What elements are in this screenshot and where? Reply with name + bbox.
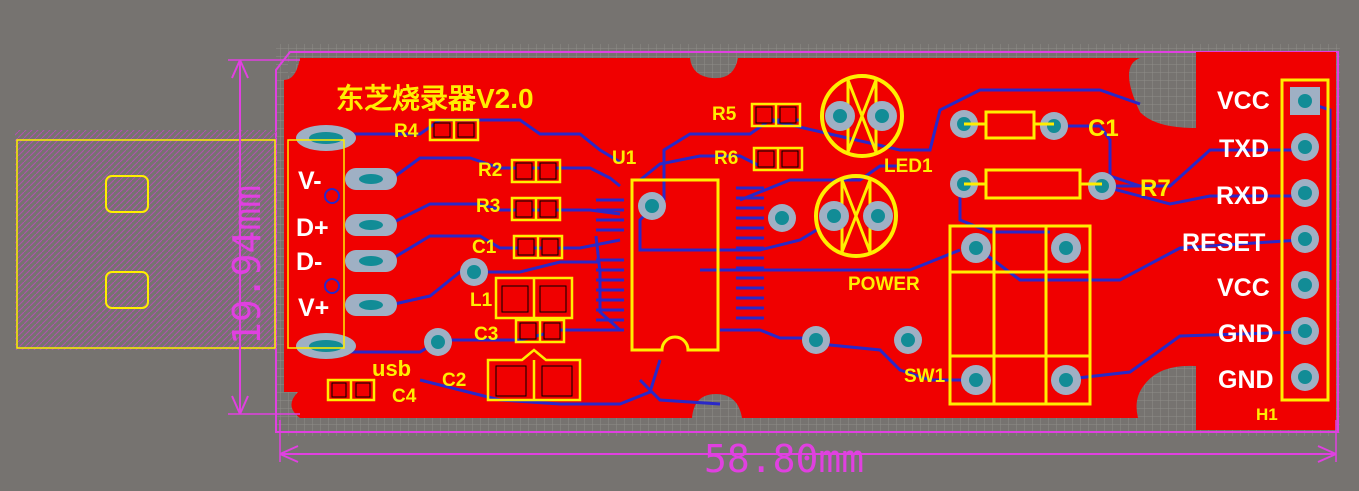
label-l1: L1 [470,290,493,311]
axial-components [964,110,1102,200]
u1-outline [630,178,720,352]
header-label: H1 [1256,405,1278,424]
header-pin-label: RESET [1182,229,1265,257]
smd-pads [331,106,799,398]
label-r4: R4 [394,121,419,142]
label-r2: R2 [478,160,502,181]
usb-connector-hatch [15,130,277,350]
width-dimension [279,420,1337,463]
usb-pin-frame [287,139,345,349]
u1-left-pins [596,198,624,332]
width-dimension-label: 58.80mm [704,437,864,481]
label-c1-right: C1 [1088,115,1119,142]
label-r3: R3 [476,196,500,217]
header-pin-label: GND [1218,320,1274,348]
usb-pin-label: V+ [298,294,329,322]
label-sw1: SW1 [904,366,946,387]
label-r6: R6 [714,148,738,169]
label-u1: U1 [612,148,637,169]
header-pin-label: GND [1218,366,1274,394]
board-title: 东芝烧录器V2.0 [336,82,534,114]
label-c2: C2 [442,370,466,391]
usb-connector-outline [16,139,276,349]
label-r5: R5 [712,104,737,125]
usb-pads [296,125,397,359]
header-pin-label: VCC [1217,274,1270,302]
usb-pin-label: D- [296,248,322,276]
label-c3: C3 [474,324,498,345]
u1-right-pins [736,186,764,320]
header-pin-label: TXD [1219,135,1269,163]
sw1-footprint [948,224,1092,406]
label-led1: LED1 [884,156,933,177]
power-led-footprint [814,174,898,258]
board-outline [275,51,1339,433]
usb-pin-label: V- [298,167,322,195]
through-hole-pads [424,110,1116,356]
led1-footprint [820,74,904,158]
header-h1-footprint [1280,78,1330,402]
notch-corner [288,62,298,76]
label-power: POWER [848,274,920,295]
smd-footprints [326,102,804,402]
height-dimension-label: 19.94mm [225,185,269,345]
header-pin-label: VCC [1217,87,1270,115]
label-r7: R7 [1140,175,1171,202]
label-c1-left: C1 [472,237,497,258]
usb-slot-top [105,175,149,213]
usb-slot-bottom [105,271,149,309]
usb-pin-label: D+ [296,214,329,242]
label-c4: C4 [392,386,417,407]
trace-layer [330,88,1332,406]
header-pin-label: RXD [1216,182,1269,210]
height-dimension [228,59,300,415]
usb-label: usb [372,356,411,381]
